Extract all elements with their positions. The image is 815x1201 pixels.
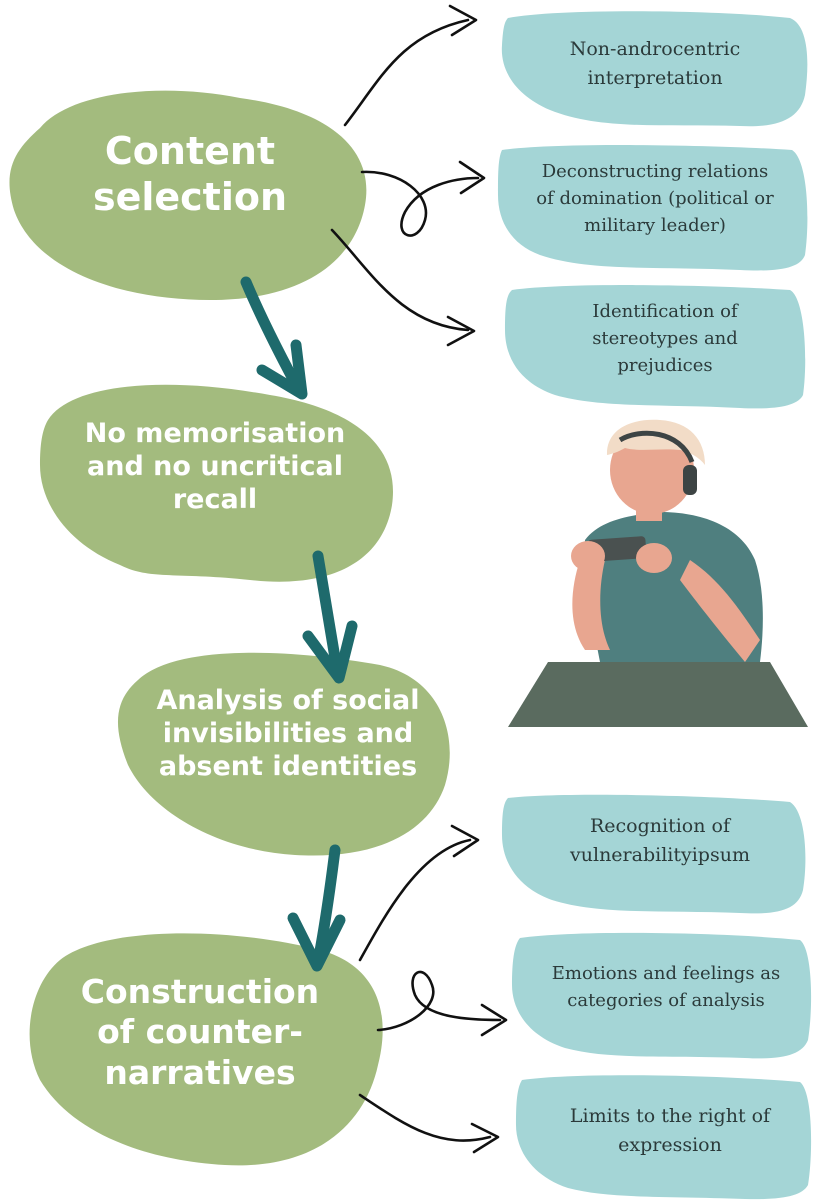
outcome-arrow-2-head [458, 160, 486, 195]
person-with-headphones-icon [508, 419, 808, 727]
outcome-blob-2 [498, 145, 808, 271]
headphone-band [618, 430, 695, 464]
outcome-label-emotions: Emotions and feelings as categories of a… [551, 963, 781, 1011]
flow-arrow-2-3-head [302, 620, 358, 684]
outcome-arrow-5-head [480, 1003, 508, 1037]
outcome-arrow-1-head [448, 4, 478, 37]
hand-left [571, 541, 605, 571]
outcome-blob-1 [501, 11, 808, 127]
table-shape [508, 662, 808, 727]
outcome-blob-3 [505, 285, 806, 409]
arm-right [680, 560, 760, 662]
step-blob-3 [117, 652, 450, 856]
step-blob-1 [9, 90, 367, 300]
outcome-arrow-6-head [470, 1122, 500, 1154]
flow-arrow-2-3 [312, 550, 344, 682]
step-label-construction: Construction of counter- narratives [80, 972, 320, 1092]
outcome-arrow-5 [376, 970, 502, 1032]
outcome-blob-6 [516, 1075, 812, 1200]
outcome-arrow-6 [358, 1093, 492, 1142]
arm-left [572, 560, 610, 650]
step-label-no-memorisation: No memorisation and no uncritical recall [84, 418, 346, 515]
outcome-arrow-4 [358, 838, 472, 962]
outcome-label-vulnerability: Recognition of vulnerabilityipsum [570, 815, 750, 866]
step-blob-2 [40, 384, 393, 582]
outcome-arrow-3 [330, 228, 470, 332]
outcome-label-non-androcentric: Non-androcentric interpretation [569, 38, 741, 89]
flow-arrow-3-4-head [287, 912, 346, 972]
outcome-arrow-3-head [446, 315, 476, 347]
outcome-blob-5 [512, 932, 812, 1059]
headphone-cup [683, 465, 697, 495]
outcome-label-deconstructing: Deconstructing relations of domination (… [536, 161, 774, 236]
outcome-blob-4 [502, 794, 806, 914]
hair-shape [606, 419, 705, 465]
step-blob-4 [29, 933, 383, 1166]
hand-right [636, 543, 672, 573]
outcome-label-identification: Identification of stereotypes and prejud… [592, 301, 738, 376]
outcome-label-limits: Limits to the right of expression [569, 1105, 771, 1156]
flow-arrow-1-2 [240, 276, 306, 398]
outcome-arrow-4-head [450, 824, 480, 858]
step-label-analysis: Analysis of social invisibilities and ab… [156, 685, 420, 782]
outcome-arrow-2 [360, 170, 480, 237]
step-label-content-selection: Content selection [92, 129, 288, 220]
flow-arrow-1-2-head [256, 339, 308, 400]
outcome-arrow-1 [343, 18, 470, 127]
